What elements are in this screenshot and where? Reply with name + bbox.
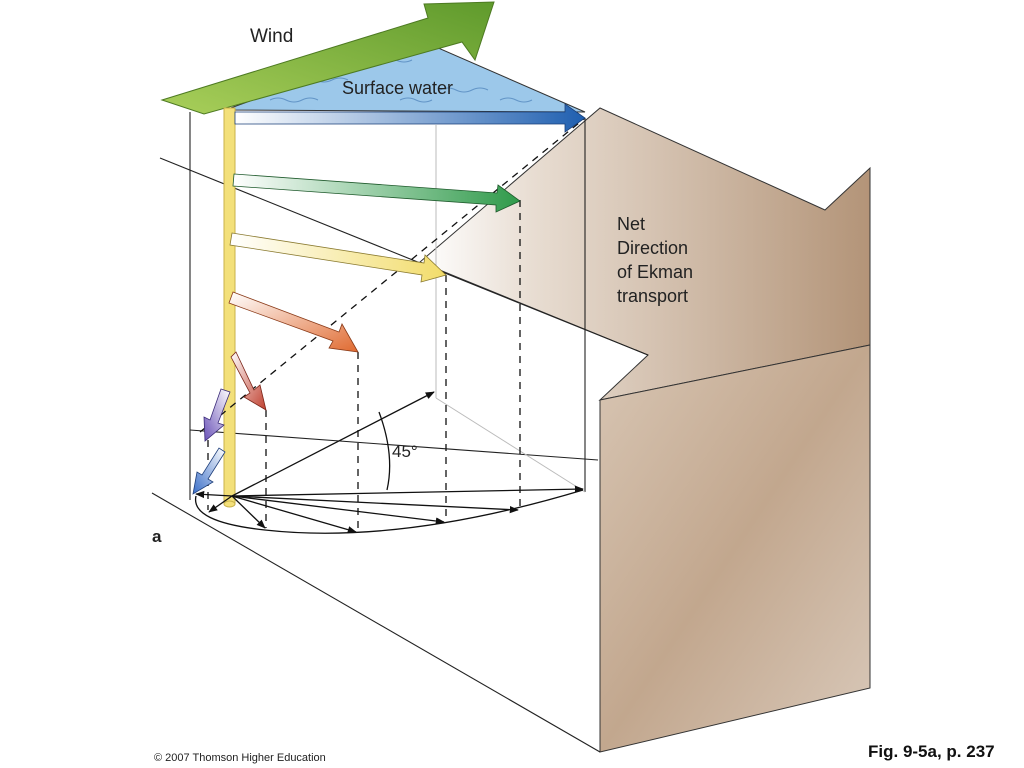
- net-label-line-2: Direction: [617, 238, 689, 258]
- box-frame: [151, 112, 649, 753]
- back-edges: [435, 125, 586, 493]
- net-label-line-1: Net: [617, 214, 646, 234]
- wind-label: Wind: [250, 26, 294, 47]
- net-transport-arrow-panel: [599, 344, 871, 753]
- wind-arrow: [160, 1, 495, 115]
- current-arrow-depth-6: [192, 447, 226, 495]
- panel-letter: a: [152, 527, 162, 546]
- surface-water-label: Surface water: [342, 78, 454, 98]
- angle-label: 45°: [392, 442, 418, 461]
- current-arrow-surface: [234, 103, 586, 133]
- figure-caption: Fig. 9-5a, p. 237: [868, 742, 995, 761]
- current-arrow-depth-4: [230, 351, 267, 411]
- copyright-text: © 2007 Thomson Higher Education: [154, 752, 326, 764]
- net-label-line-3: of Ekman: [617, 262, 694, 282]
- current-arrow-depth-1: [232, 173, 521, 213]
- current-arrow-depth-5: [203, 388, 231, 442]
- net-ekman-transport-label: Net Direction of Ekman transport: [617, 212, 693, 308]
- ekman-spiral-projection: [194, 391, 584, 534]
- current-arrow-depth-3: [228, 291, 359, 353]
- net-label-line-4: transport: [617, 286, 689, 306]
- current-arrow-depth-2: [229, 232, 447, 283]
- depth-axis-pole: [223, 107, 236, 505]
